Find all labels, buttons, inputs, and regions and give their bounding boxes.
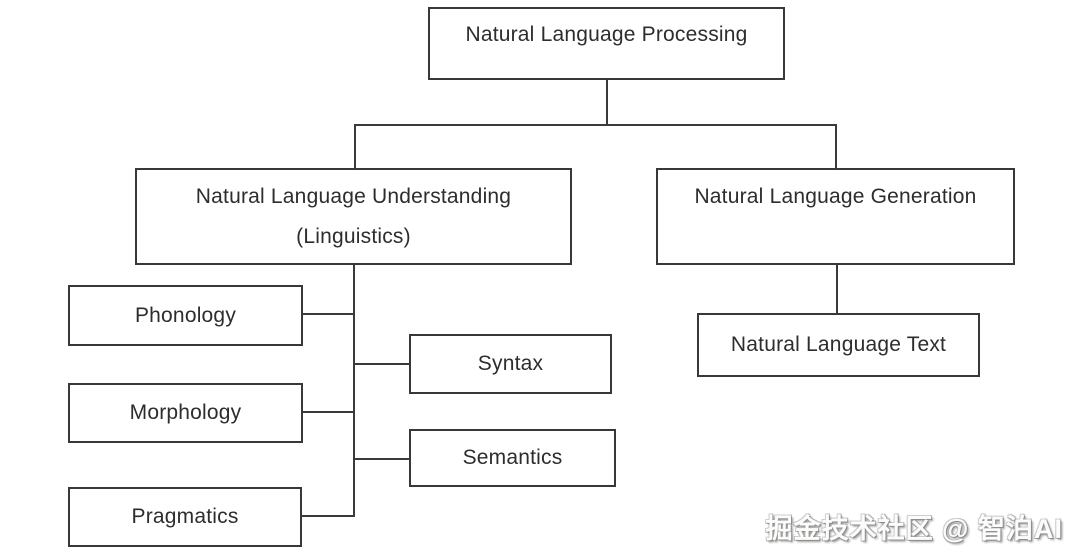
- node-pragmatics: Pragmatics: [68, 487, 302, 547]
- watermark: 掘金技术社区 @ 智泊AI: [765, 514, 1063, 544]
- node-nlg-label: Natural Language Generation: [694, 184, 977, 208]
- edge-nlu-drop: [354, 124, 356, 169]
- edge-nlu-phonology: [303, 313, 355, 315]
- node-morphology: Morphology: [68, 383, 303, 443]
- node-nlp: Natural Language Processing: [428, 7, 785, 80]
- node-morphology-label: Morphology: [129, 401, 242, 424]
- node-nl-text-label: Natural Language Text: [730, 333, 947, 356]
- edge-nlp-down: [606, 80, 608, 126]
- node-syntax-label: Syntax: [477, 352, 544, 375]
- node-pragmatics-label: Pragmatics: [131, 505, 239, 528]
- node-nlu: Natural Language Understanding (Linguist…: [135, 168, 572, 265]
- node-nlp-label: Natural Language Processing: [465, 22, 748, 46]
- node-nl-text: Natural Language Text: [697, 313, 980, 377]
- edge-nlg-drop: [835, 124, 837, 169]
- edge-nlu-trunk: [353, 264, 355, 517]
- node-syntax: Syntax: [409, 334, 612, 394]
- edge-nlg-nltext: [836, 264, 838, 314]
- edge-nlu-morphology: [303, 411, 355, 413]
- node-phonology-label: Phonology: [134, 303, 237, 327]
- node-nlg: Natural Language Generation: [656, 168, 1015, 265]
- node-nlu-sublabel: (Linguistics): [296, 224, 411, 248]
- node-semantics: Semantics: [409, 429, 616, 487]
- node-semantics-label: Semantics: [462, 446, 563, 469]
- edge-nlu-semantics: [353, 458, 410, 460]
- edge-nlu-syntax: [353, 363, 410, 365]
- edge-nlu-pragmatics: [302, 515, 355, 517]
- node-phonology: Phonology: [68, 285, 303, 346]
- edge-children-horizontal: [354, 124, 837, 126]
- node-nlu-label: Natural Language Understanding: [195, 184, 512, 208]
